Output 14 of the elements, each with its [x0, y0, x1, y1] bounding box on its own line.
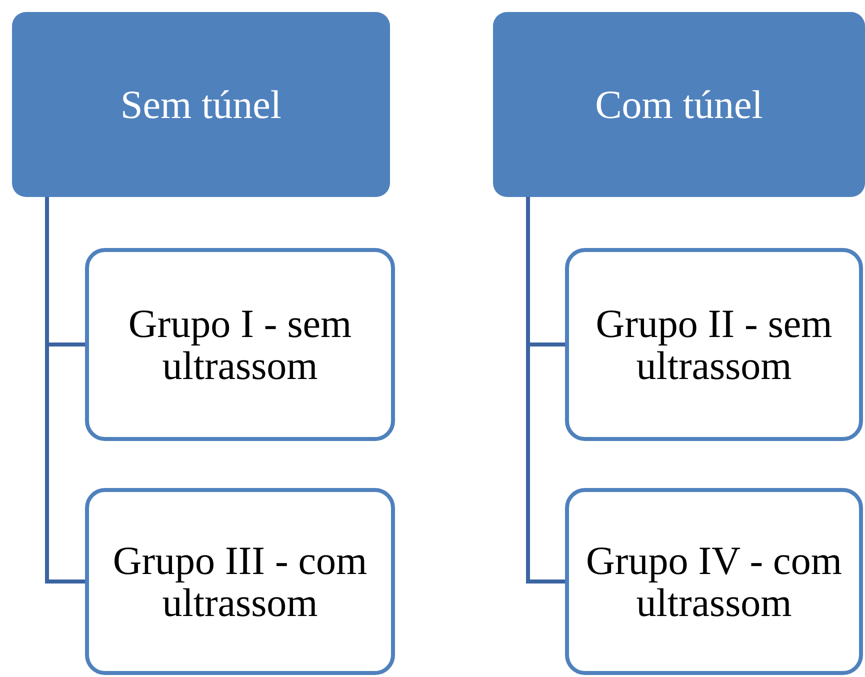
group-label: Grupo I - sem ultrassom	[127, 302, 353, 386]
connector-line	[45, 197, 85, 584]
category-label: Sem túnel	[120, 84, 282, 126]
group-label: Grupo IV - com ultrassom	[585, 540, 843, 624]
category-label: Com túnel	[595, 84, 763, 126]
category-box	[493, 12, 865, 197]
category-box	[12, 12, 390, 197]
group-label: Grupo III - com ultrassom	[112, 540, 368, 624]
group-box	[85, 488, 395, 675]
group-box	[565, 488, 863, 675]
group-box	[565, 248, 863, 441]
group-label: Grupo II - sem ultrassom	[594, 302, 834, 386]
connector-line	[526, 197, 565, 584]
group-box	[85, 248, 395, 441]
